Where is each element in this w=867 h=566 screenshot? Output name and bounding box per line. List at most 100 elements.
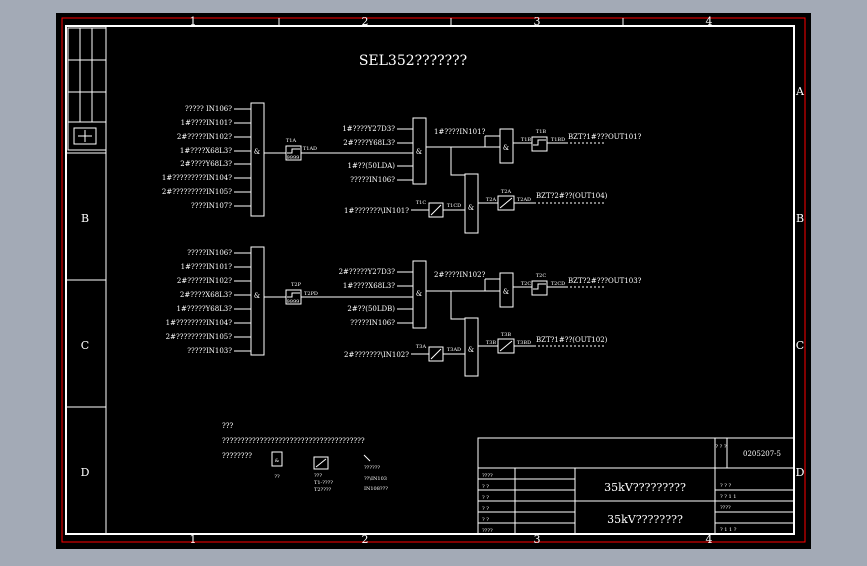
- row-label: C: [796, 339, 804, 352]
- legend-caption: ???: [314, 473, 322, 479]
- timer-output-label: T1CD: [447, 203, 461, 209]
- row-label: A: [795, 85, 805, 98]
- timer-symbol: [430, 348, 442, 360]
- and-symbol: &: [468, 204, 474, 212]
- input-label: 1#????IN101?: [434, 128, 486, 136]
- input-label: 2#??(50LDB): [347, 305, 395, 313]
- timer-input-label: T1B: [521, 137, 532, 143]
- input-label: 1#???????\IN101?: [344, 207, 409, 215]
- row-label: D: [796, 466, 805, 479]
- block1-input-labels: ????? IN106? 1#????IN101? 2#?????IN102? …: [162, 105, 232, 210]
- wire: [426, 290, 485, 320]
- notes-legend-text: ????????: [222, 452, 252, 460]
- timer-input-label: T3B: [486, 340, 497, 346]
- title-block-cell: ????: [482, 473, 493, 479]
- timer-value: 9999: [287, 155, 300, 161]
- input-label: ?????IN106?: [350, 319, 395, 327]
- title-block-frame: [477, 437, 795, 535]
- block2-input-labels: ?????IN106? 1#????IN101? 2#?????IN102? 2…: [166, 249, 233, 355]
- wire: [426, 146, 485, 176]
- and-gate: [412, 260, 427, 329]
- title-block-cell: ? ?: [482, 506, 489, 512]
- stage-label: ? ? 1 1: [720, 494, 737, 500]
- timer-symbol: [499, 197, 513, 209]
- notes-title: ???: [222, 422, 234, 430]
- column-label: 2: [362, 15, 369, 28]
- input-label: 2#????Y68L3?: [180, 160, 232, 168]
- timer-box: [531, 136, 548, 152]
- revision-grid: [67, 27, 107, 151]
- input-label: 1#????X68L3?: [180, 147, 232, 155]
- timer-input-label: T3A: [416, 344, 427, 350]
- diagram-title: SEL352???????: [359, 53, 467, 69]
- column-label: 4: [706, 15, 713, 28]
- timer-output-label: T1AD: [303, 146, 317, 152]
- input-label: 2#?????IN102?: [177, 277, 232, 285]
- column-label: 3: [534, 533, 541, 546]
- legend-and-gate: [271, 451, 283, 467]
- input-label: 1#????????IN104?: [166, 319, 233, 327]
- input-label: 2#????IN102?: [434, 271, 486, 279]
- title-block-cell: ????: [482, 528, 493, 534]
- timer-symbol: [430, 204, 442, 216]
- input-label: ????IN107?: [191, 202, 232, 210]
- column-label: 2: [362, 533, 369, 546]
- timer-symbol: [315, 458, 327, 468]
- drawing-number: 0205207-5: [743, 450, 781, 458]
- output-label: BZT?1#??(OUT102): [536, 336, 608, 344]
- notes-line: ??????????????????????????????????????: [222, 437, 365, 445]
- and-symbol: &: [503, 144, 509, 152]
- and-symbol: &: [416, 148, 422, 156]
- stage-label: ? 1 1 ?: [720, 527, 737, 533]
- input-wires: [234, 108, 251, 207]
- title-block-cell: ? ?: [482, 495, 489, 501]
- output-label: BZT?2#???OUT103?: [568, 277, 642, 285]
- drawing-sheet: [56, 13, 811, 549]
- notes: ??? ????????????????????????????????????…: [222, 422, 388, 493]
- timer-output-label: T2AD: [517, 197, 531, 203]
- project-title-2: 35kV????????: [607, 513, 683, 526]
- project-title-1: 35kV?????????: [604, 481, 686, 494]
- side-label: ? ? ?: [715, 444, 727, 450]
- column-markers: 1 2 3 4 1 2 3 4: [190, 15, 713, 546]
- output-label: BZT?2#??(OUT104): [536, 192, 608, 200]
- outer-border: [61, 17, 806, 543]
- logic-block-2: ?????IN106? 1#????IN101? 2#?????IN102? 2…: [166, 246, 642, 377]
- timer-output-label: T3BD: [517, 340, 531, 346]
- input-label: 1#?????Y68L3?: [177, 305, 233, 313]
- input-label: 1#????IN101?: [181, 263, 233, 271]
- and-symbol: &: [468, 346, 474, 354]
- input-label: 2#????????IN105?: [166, 333, 233, 341]
- legend-caption: T2????: [314, 487, 332, 493]
- column-label: 1: [190, 533, 197, 546]
- timer-output-label: T1BD: [551, 137, 565, 143]
- input-label: 2#?????IN102?: [177, 133, 232, 141]
- input-label: ????? IN106?: [185, 105, 232, 113]
- input-label: 1#????X68L3?: [343, 282, 395, 290]
- timer-value: 9999: [287, 299, 300, 305]
- timer-input-label: T1A: [286, 138, 297, 144]
- row-markers: B C D A B C D: [81, 85, 805, 479]
- input-label: ?????IN103?: [187, 347, 232, 355]
- timer-symbol: [533, 283, 546, 290]
- and-symbol: &: [503, 288, 509, 296]
- timer-symbol: [287, 148, 300, 154]
- and-gate: [499, 272, 514, 308]
- stage-label: ? ? ?: [720, 483, 732, 489]
- input-label: 1#????Y27D3?: [342, 125, 395, 133]
- stage-label: ????: [720, 505, 731, 511]
- column-label: 3: [534, 15, 541, 28]
- timer-input-label: T2A: [486, 197, 497, 203]
- timer-output-label: T3AD: [447, 347, 461, 353]
- input-label: 2#?????????IN105?: [162, 188, 232, 196]
- title-block: ? ? ? 0205207-5 ???? ? ? ? ? ? ? ? ? ???…: [477, 437, 795, 535]
- and-symbol: &: [275, 458, 280, 464]
- legend-caption: ??: [274, 474, 280, 480]
- row-label: B: [796, 212, 804, 225]
- input-label: 1#?????????IN104?: [162, 174, 232, 182]
- input-wires: [234, 252, 251, 352]
- legend-caption: T1-????: [314, 480, 333, 486]
- column-label: 1: [190, 15, 197, 28]
- input-label: 1#??(50LDA): [347, 162, 395, 170]
